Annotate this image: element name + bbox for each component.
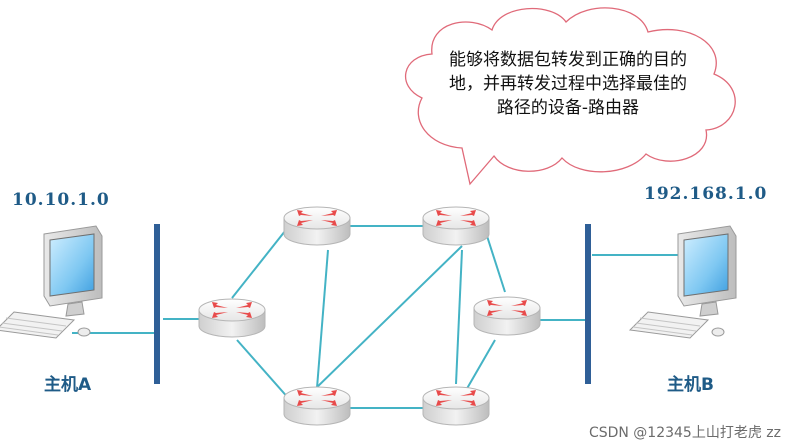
host-a-computer-icon [0,225,103,339]
callout-bubble [404,7,736,186]
right-network-address: 192.168.1.0 [644,184,768,204]
router-icon [198,298,266,338]
watermark: CSDN @12345上山打老虎 zz [588,425,781,441]
left-network-segment [154,224,160,384]
router-icon [422,206,490,246]
callout-line: 地，并再转发过程中选择最佳的 [449,74,687,94]
callout-line: 路径的设备-路由器 [496,98,640,118]
router-icon [283,206,351,246]
host-a-label: 主机A [44,375,92,395]
link-r6-r4 [464,339,496,393]
link-r1-r5 [236,339,291,401]
host-b-label: 主机B [667,375,714,395]
link-r1-r2 [231,225,290,299]
link-r3-r6 [455,249,463,385]
link-r2-r5 [316,249,329,389]
router-icon [473,296,541,336]
left-network-address: 10.10.1.0 [12,190,110,210]
router-icon [283,386,351,426]
callout-line: 能够将数据包转发到正确的目的 [449,50,687,70]
router-icon [422,386,490,426]
callout-text: 能够将数据包转发到正确的目的 地，并再转发过程中选择最佳的 路径的设备-路由器 [418,48,718,120]
host-b-computer-icon [629,225,737,339]
network-links [72,225,684,409]
link-r3-r4 [486,235,506,293]
right-network-segment [585,224,591,384]
link-r3-r5 [311,245,463,393]
